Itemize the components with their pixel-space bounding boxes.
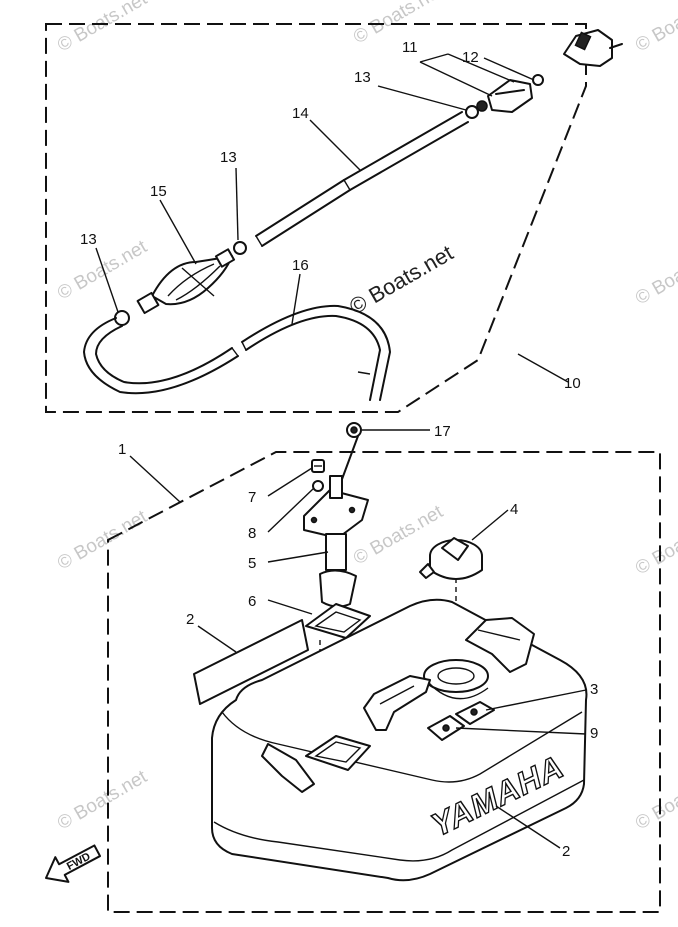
callout-3: 3 bbox=[590, 681, 598, 698]
fuel-hose-14 bbox=[255, 111, 469, 247]
callout-10: 10 bbox=[564, 375, 581, 392]
callout-13-left: 13 bbox=[80, 231, 97, 248]
watermark-center: © Boats.net bbox=[345, 240, 457, 319]
callout-5: 5 bbox=[248, 555, 256, 572]
gasket-6 bbox=[305, 603, 371, 639]
callout-9: 9 bbox=[590, 725, 598, 742]
callout-2-right: 2 bbox=[562, 843, 570, 860]
watermark: © Boats.net bbox=[632, 241, 678, 309]
callout-2-left: 2 bbox=[186, 611, 194, 628]
callout-leaders bbox=[95, 53, 587, 849]
fuel-connector bbox=[563, 29, 623, 67]
fuel-pickup-5 bbox=[303, 475, 369, 608]
callout-4: 4 bbox=[510, 501, 518, 518]
callout-16: 16 bbox=[292, 257, 309, 274]
fuel-line-group-box bbox=[45, 23, 587, 413]
decal-2-left bbox=[193, 619, 309, 705]
hose-joint-12 bbox=[465, 74, 544, 119]
callout-17: 17 bbox=[434, 423, 451, 440]
watermark: © Boats.net bbox=[632, 511, 678, 579]
watermark: © Boats.net bbox=[632, 0, 678, 56]
tank-cap-4 bbox=[419, 537, 483, 580]
tank-group-box bbox=[107, 451, 661, 913]
callout-8: 8 bbox=[248, 525, 256, 542]
callout-14: 14 bbox=[292, 105, 309, 122]
fwd-label: FWD bbox=[65, 851, 93, 873]
callout-13-mid: 13 bbox=[220, 149, 237, 166]
screw-7 bbox=[311, 459, 325, 473]
watermark: © Boats.net bbox=[632, 766, 678, 834]
callout-6: 6 bbox=[248, 593, 256, 610]
callout-labels: 11 12 13 14 13 15 13 16 10 17 1 7 8 4 5 … bbox=[80, 39, 598, 860]
clamp-13 bbox=[114, 310, 130, 326]
watermark: © Boats.net bbox=[54, 766, 151, 834]
fuel-hose-16 bbox=[83, 304, 391, 401]
fwd-arrow: FWD bbox=[45, 844, 102, 883]
callout-13-top: 13 bbox=[354, 69, 371, 86]
clamp-13 bbox=[233, 241, 247, 255]
callout-1: 1 bbox=[118, 441, 126, 458]
watermark: © Boats.net bbox=[54, 0, 151, 56]
callout-11: 11 bbox=[402, 39, 418, 56]
callout-15: 15 bbox=[150, 183, 167, 200]
watermark: © Boats.net bbox=[54, 506, 151, 574]
watermark: © Boats.net bbox=[54, 236, 151, 304]
callout-7: 7 bbox=[248, 489, 256, 506]
callout-12: 12 bbox=[462, 49, 479, 66]
washer-8 bbox=[312, 480, 324, 492]
clamp-17 bbox=[346, 422, 362, 438]
primer-bulb-15 bbox=[136, 248, 236, 315]
